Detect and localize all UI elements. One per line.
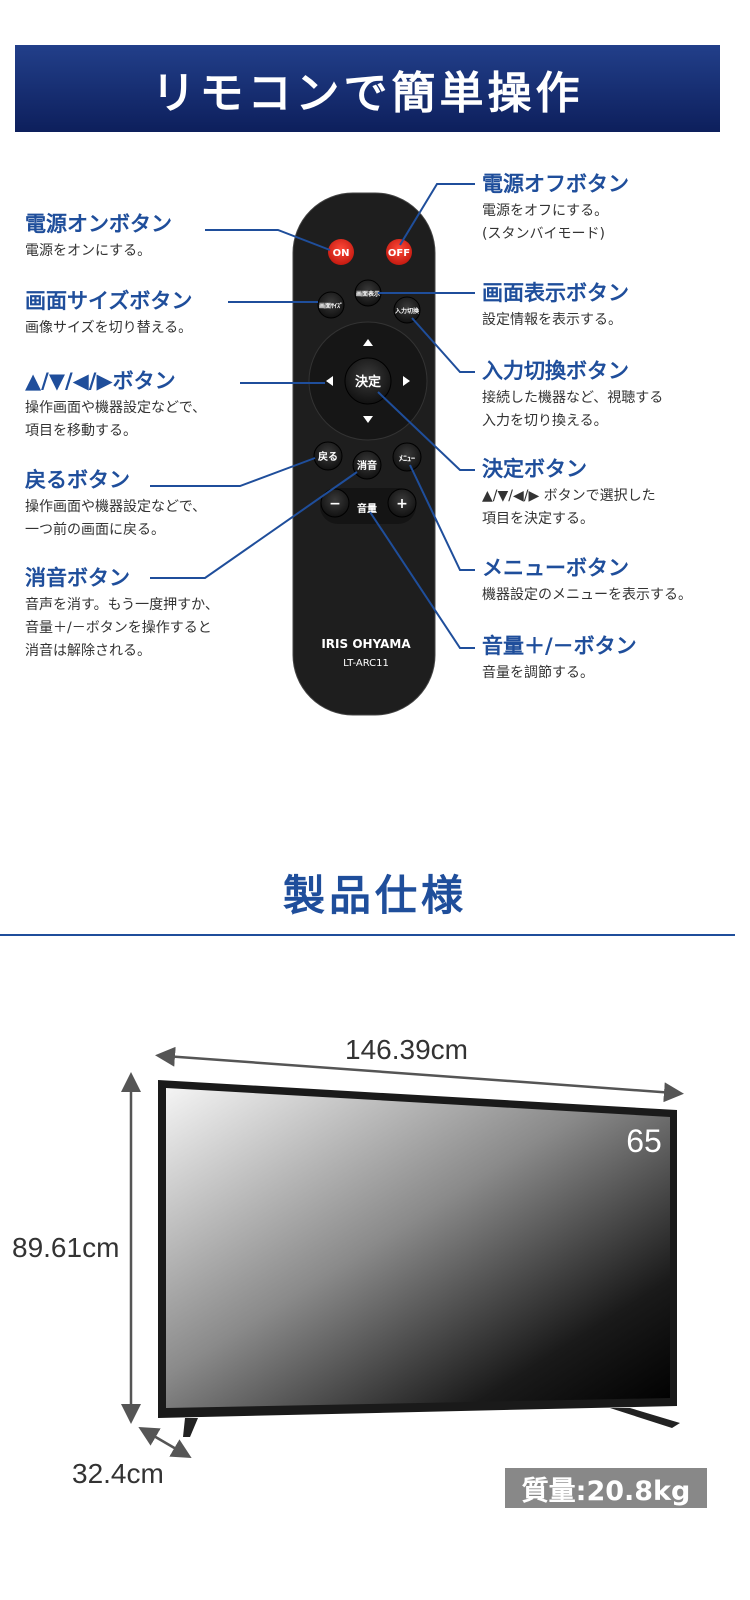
- label-power-on: 電源オンボタン電源をオンにする。: [25, 211, 172, 263]
- height-label: 89.61cm: [12, 1232, 120, 1264]
- volume-text: 音量: [357, 502, 377, 515]
- screen-size-text: 画面ｻｲｽﾞ: [319, 302, 343, 310]
- label-desc: 操作画面や機器設定などで、 項目を移動する。: [25, 400, 207, 439]
- mute-button[interactable]: [352, 450, 382, 480]
- power-on-button[interactable]: [328, 239, 354, 265]
- label-desc: 接続した機器など、視聴する 入力を切り換える。: [482, 390, 664, 429]
- tv-stand-left: [183, 1418, 198, 1437]
- label-back: 戻るボタン操作画面や機器設定などで、 一つ前の画面に戻る。: [25, 467, 206, 542]
- minus-text: −: [329, 496, 341, 512]
- weight-badge: 質量:20.8kg: [505, 1468, 707, 1508]
- label-screen-size: 画面サイズボタン画像サイズを切り替える。: [25, 288, 192, 340]
- plus-text: +: [396, 496, 408, 512]
- label-title: 音量＋/－ボタン: [482, 634, 637, 658]
- spec-title: 製品仕様: [282, 871, 467, 920]
- label-title: 決定ボタン: [482, 457, 587, 481]
- brand-text: IRIS OHYAMA: [321, 637, 411, 651]
- width-label: 146.39cm: [345, 1034, 468, 1066]
- label-title: ▲/▼/◀/▶ボタン: [25, 369, 176, 393]
- label-input: 入力切換ボタン接続した機器など、視聴する 入力を切り換える。: [482, 358, 663, 433]
- label-title: 入力切換ボタン: [482, 359, 629, 383]
- label-arrows: ▲/▼/◀/▶ボタン操作画面や機器設定などで、 項目を移動する。: [25, 368, 206, 443]
- label-menu: メニューボタン機器設定のメニューを表示する。: [482, 555, 692, 607]
- label-desc: 設定情報を表示する。: [482, 312, 622, 328]
- menu-text: ﾒﾆｭｰ: [399, 454, 415, 463]
- tv-stand-right: [610, 1408, 680, 1428]
- label-title: 戻るボタン: [25, 468, 130, 492]
- width-arrow: [155, 1046, 684, 1103]
- label-title: 画面表示ボタン: [482, 281, 629, 305]
- input-button[interactable]: [393, 296, 421, 324]
- label-desc: 電源をオフにする。 (スタンバイモード): [482, 203, 609, 242]
- screen-size-text: 65: [626, 1123, 662, 1159]
- label-desc: 操作画面や機器設定などで、 一つ前の画面に戻る。: [25, 499, 207, 538]
- remote-diagram: ON OFF 画面ｻｲｽﾞ 画面表示 入力切換 決定 戻る 消音 ﾒﾆｭｰ − …: [150, 183, 475, 716]
- back-text: 戻る: [317, 450, 338, 463]
- header-title: リモコンで簡単操作: [151, 67, 584, 119]
- label-title: 電源オフボタン: [482, 172, 629, 196]
- input-text: 入力切換: [394, 307, 420, 315]
- label-desc: 音量を調節する。: [482, 665, 594, 681]
- divider: [0, 934, 735, 936]
- header-banner: リモコンで簡単操作: [15, 45, 720, 132]
- label-mute: 消音ボタン音声を消す。もう一度押すか、 音量＋/－ボタンを操作すると 消音は解除…: [25, 565, 219, 663]
- tv-screen: [166, 1088, 670, 1408]
- label-desc: 画像サイズを切り替える。: [25, 320, 193, 336]
- label-desc: ▲/▼/◀/▶ ボタンで選択した 項目を決定する。: [482, 488, 656, 527]
- label-title: 電源オンボタン: [25, 212, 172, 236]
- power-off-button[interactable]: [386, 239, 412, 265]
- label-title: メニューボタン: [482, 556, 629, 580]
- off-text: OFF: [388, 248, 410, 259]
- label-title: 消音ボタン: [25, 566, 130, 590]
- model-text: LT-ARC11: [343, 658, 389, 669]
- label-desc: 機器設定のメニューを表示する。: [482, 587, 692, 603]
- mute-text: 消音: [357, 459, 377, 472]
- label-title: 画面サイズボタン: [25, 289, 193, 313]
- depth-label: 32.4cm: [72, 1458, 164, 1490]
- label-display: 画面表示ボタン設定情報を表示する。: [482, 280, 629, 332]
- screen-size-button[interactable]: [317, 291, 345, 319]
- ok-text: 決定: [355, 374, 381, 390]
- label-desc: 電源をオンにする。: [25, 243, 152, 259]
- on-text: ON: [333, 248, 350, 259]
- volume-down-button[interactable]: [320, 488, 350, 518]
- back-button[interactable]: [313, 441, 343, 471]
- volume-up-button[interactable]: [387, 488, 417, 518]
- menu-button[interactable]: [392, 442, 422, 472]
- depth-arrow: [138, 1426, 192, 1459]
- label-desc: 音声を消す。もう一度押すか、 音量＋/－ボタンを操作すると 消音は解除される。: [25, 597, 219, 659]
- label-ok: 決定ボタン ▲/▼/◀/▶ ボタンで選択した 項目を決定する。: [482, 456, 656, 531]
- leader-lines: [150, 183, 475, 649]
- label-power-off: 電源オフボタン電源をオフにする。 (スタンバイモード): [482, 171, 629, 246]
- display-text: 画面表示: [356, 290, 380, 298]
- label-volume: 音量＋/－ボタン音量を調節する。: [482, 633, 637, 685]
